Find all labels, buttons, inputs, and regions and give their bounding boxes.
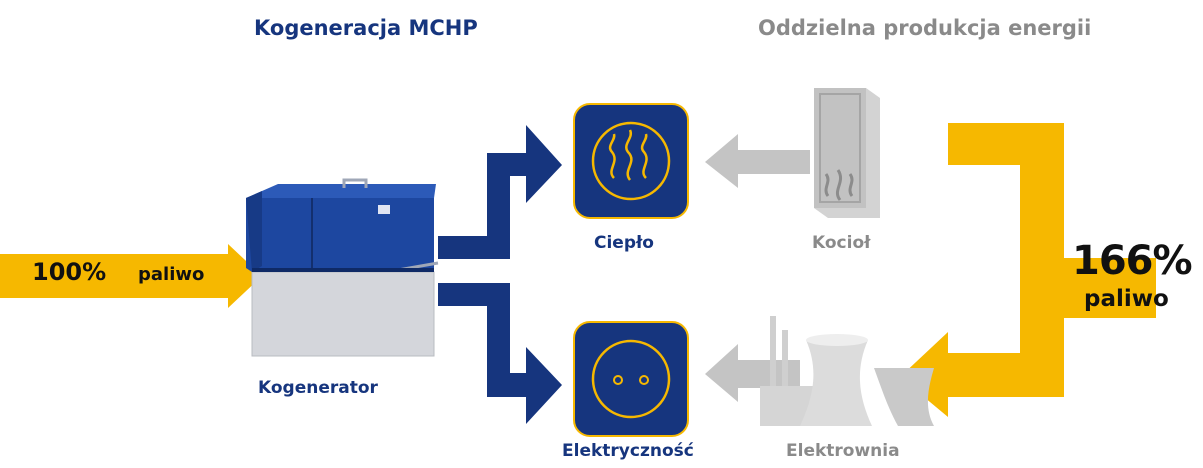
electricity-label: Elektryczność [562, 441, 694, 461]
heat-waves-icon [608, 129, 648, 181]
power-socket-icon [613, 375, 649, 385]
heat-tile [573, 103, 689, 219]
boiler-heat-icon [824, 169, 854, 201]
fuel-input-label: paliwo [138, 264, 205, 285]
electricity-output-arrow [438, 283, 562, 424]
boiler-label: Kocioł [812, 233, 871, 253]
boiler [814, 88, 880, 218]
power-plant-label: Elektrownia [786, 441, 900, 461]
kogenerator-label: Kogenerator [258, 378, 378, 398]
heat-label: Ciepło [594, 233, 654, 253]
electricity-tile [573, 321, 689, 437]
fuel-separate-percent: 166% [1072, 238, 1193, 284]
title-cogeneration: Kogeneracja MCHP [254, 16, 478, 40]
fuel-input-percent: 100% [32, 258, 107, 286]
heat-output-arrow [438, 125, 562, 259]
kogenerator-unit [246, 178, 439, 357]
boiler-to-heat-arrow [705, 134, 810, 188]
fuel-separate-arrow [900, 123, 1156, 417]
title-separate-production: Oddzielna produkcja energii [758, 16, 1092, 40]
power-plant [760, 316, 934, 426]
fuel-input-arrow [0, 244, 262, 308]
fuel-separate-label: paliwo [1084, 286, 1169, 312]
